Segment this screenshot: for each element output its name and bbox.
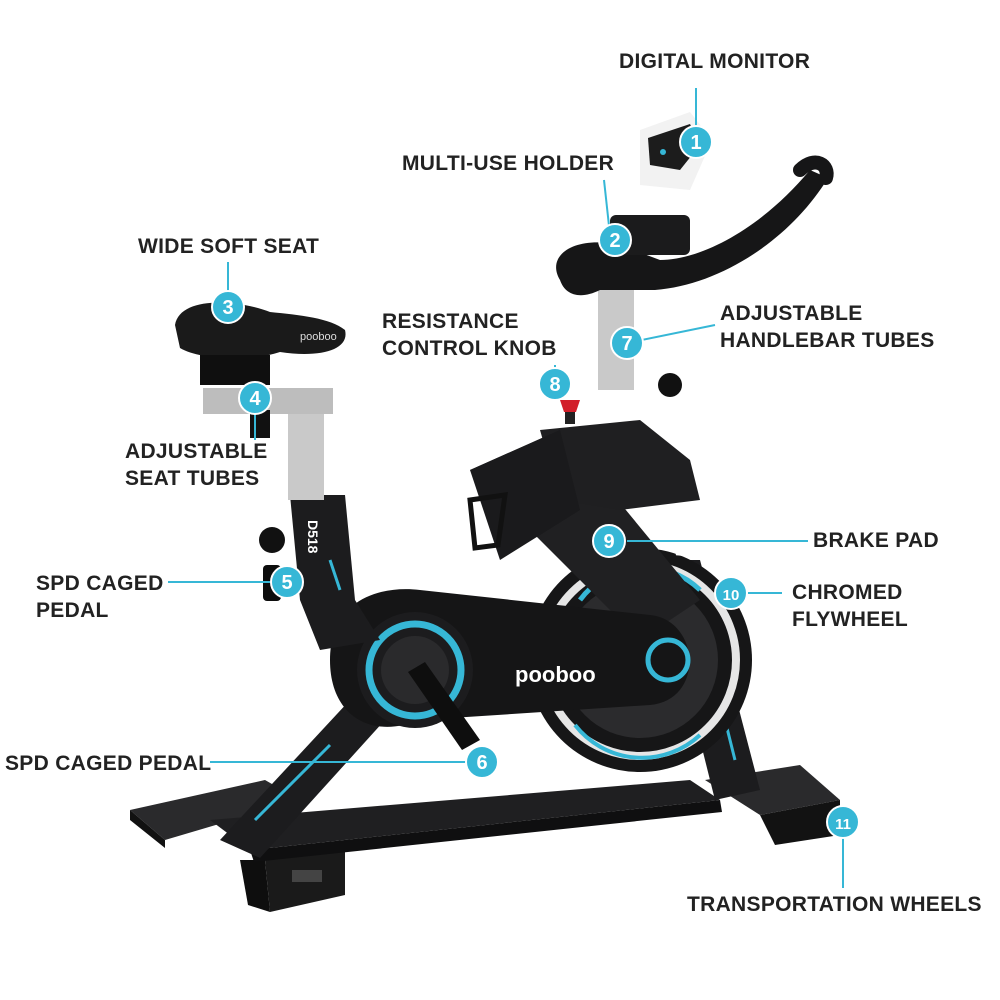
callout-number: 4 (249, 388, 261, 410)
label-line: PEDAL (36, 599, 109, 622)
callout-badge-9: 9 (592, 524, 626, 558)
callout-number: 3 (222, 297, 233, 319)
label-digital-monitor: DIGITAL MONITOR (619, 48, 810, 75)
label-line: TRANSPORTATION WHEELS (687, 893, 982, 916)
callout-number: 8 (549, 374, 560, 396)
label-spd-caged-pedal: SPD CAGED PEDAL (5, 750, 211, 777)
callout-badge-4: 4 (238, 381, 272, 415)
label-line: WIDE SOFT SEAT (138, 235, 320, 258)
label-adjustable-seat-tubes: ADJUSTABLE SEAT TUBES (125, 438, 268, 492)
label-line: BRAKE PAD (813, 529, 939, 552)
callout-badges: 1 2 3 4 5 6 7 8 9 10 11 (211, 125, 860, 839)
callout-number: 10 (723, 587, 740, 604)
label-resistance-control-knob: RESISTANCE CONTROL KNOB (382, 308, 557, 362)
callout-badge-6: 6 (465, 745, 499, 779)
callout-number: 2 (609, 230, 620, 252)
callout-number: 5 (281, 572, 292, 594)
label-line: CONTROL KNOB (382, 337, 557, 360)
label-line: SEAT TUBES (125, 467, 260, 490)
callout-number: 11 (835, 816, 851, 833)
callout-badge-2: 2 (598, 223, 632, 257)
label-line: HANDLEBAR TUBES (720, 329, 935, 352)
callout-badge-10: 10 (714, 576, 748, 610)
seat-brand: pooboo (300, 331, 337, 343)
label-spd-caged-pedal-rear: SPD CAGED PEDAL (36, 570, 164, 624)
callout-number: 6 (476, 752, 487, 774)
label-line: DIGITAL MONITOR (619, 50, 811, 73)
label-line: SPD CAGED PEDAL (5, 752, 212, 775)
callout-number: 7 (621, 333, 632, 355)
rear-base-foot (130, 780, 345, 912)
label-line: FLYWHEEL (792, 608, 908, 631)
label-transportation-wheels: TRANSPORTATION WHEELS (687, 891, 982, 918)
callout-badge-1: 1 (679, 125, 713, 159)
callout-number: 1 (690, 132, 701, 154)
label-line: RESISTANCE (382, 310, 519, 333)
callout-badge-11: 11 (826, 805, 860, 839)
label-brake-pad: BRAKE PAD (813, 527, 939, 554)
label-multi-use-holder: MULTI-USE HOLDER (402, 150, 614, 177)
label-line: SPD CAGED (36, 572, 164, 595)
callout-badge-7: 7 (610, 326, 644, 360)
callout-badge-8: 8 (538, 367, 572, 401)
exercise-bike: pooboo D518 pooboo (130, 112, 840, 912)
brand-logo: pooboo (515, 662, 596, 687)
label-line: CHROMED (792, 581, 903, 604)
label-chromed-flywheel: CHROMED FLYWHEEL (792, 579, 908, 633)
resistance-knob (560, 400, 580, 424)
callout-badge-5: 5 (270, 565, 304, 599)
label-adjustable-handlebar-tubes: ADJUSTABLE HANDLEBAR TUBES (720, 300, 935, 354)
label-line: MULTI-USE HOLDER (402, 152, 615, 175)
label-wide-soft-seat: WIDE SOFT SEAT (138, 233, 319, 260)
label-line: ADJUSTABLE (720, 302, 863, 325)
seat: pooboo (175, 302, 346, 385)
model-text: D518 (305, 520, 321, 554)
callout-badge-3: 3 (211, 290, 245, 324)
label-line: ADJUSTABLE (125, 440, 268, 463)
callout-number: 9 (603, 531, 614, 553)
